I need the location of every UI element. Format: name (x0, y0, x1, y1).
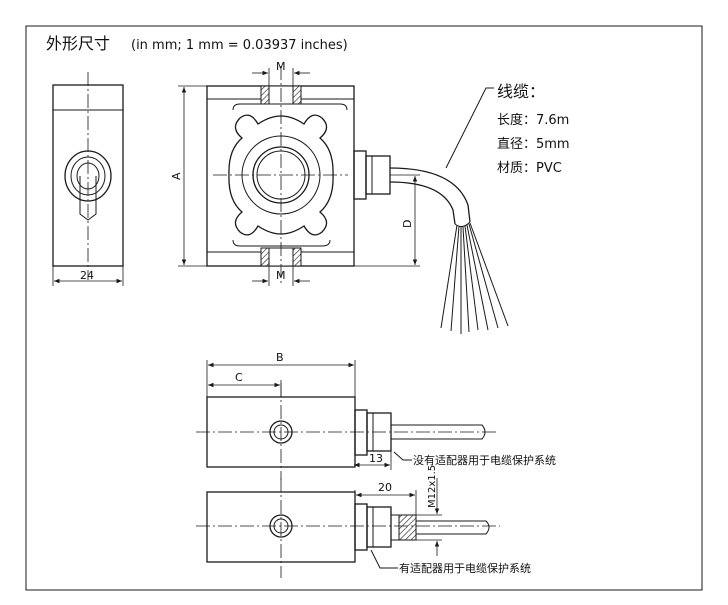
note-with-adapter: 有适配器用于电缆保护系统 (399, 561, 531, 575)
dim-20-label: 20 (378, 481, 392, 494)
dim-d-label: D (401, 220, 414, 228)
note-no-adapter: 没有适配器用于电缆保护系统 (413, 453, 556, 467)
dim-24-label: 24 (80, 269, 94, 282)
cable-diameter: 直径：5mm (497, 137, 570, 152)
cable-heading: 线缆： (497, 82, 545, 101)
dim-thread-label: M12x1.5 (427, 465, 438, 508)
title-units: (in mm; 1 mm = 0.03937 inches) (131, 38, 348, 53)
dim-m-bottom-label: M (276, 269, 286, 282)
dim-b-label: B (276, 351, 284, 364)
cable (389, 87, 509, 334)
dim-m-top-label: M (276, 60, 286, 73)
cable-material: 材质：PVC (497, 161, 562, 176)
drawing-frame (25, 25, 703, 591)
dim-a-label: A (170, 172, 183, 180)
top-view-no-adapter: B C 13 没有适配器用于电缆保护系统 (196, 351, 556, 480)
top-view-with-adapter: 20 M12x1.5 有适配器用于电缆保护系统 (196, 465, 531, 578)
dim-13-label: 13 (369, 452, 383, 465)
front-view: M M A D (170, 60, 420, 286)
title-main: 外形尺寸 (46, 34, 110, 53)
side-view: 24 (52, 72, 124, 286)
dim-c-label: C (235, 371, 243, 384)
cable-length: 长度：7.6m (497, 112, 569, 128)
